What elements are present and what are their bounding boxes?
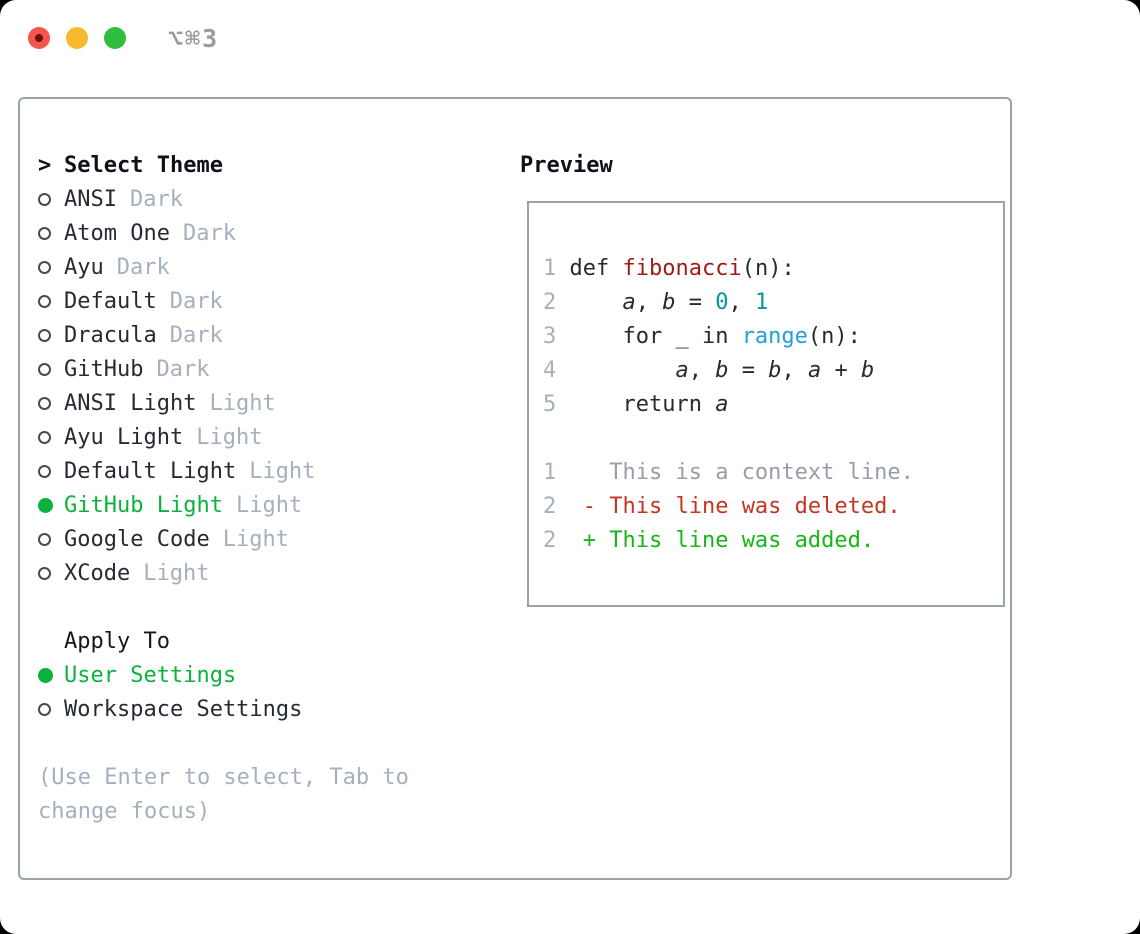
preview-code-box: 1 def fibonacci(n): 2 a, b = 0, 1 3 for … (527, 201, 1005, 607)
theme-option-dracula-dark[interactable]: Dracula Dark (38, 318, 409, 352)
theme-variant: Light (235, 492, 303, 518)
theme-name: Default Light (64, 458, 237, 484)
theme-variant: Dark (182, 220, 236, 246)
code-line: 4 a, b = b, a + b (543, 358, 875, 383)
theme-option-atom-one-dark[interactable]: Atom One Dark (38, 216, 409, 250)
titlebar: ⌥⌘3 (28, 23, 220, 53)
preview-section: Preview 1 def fibonacci(n): 2 a, b = 0, … (502, 148, 1005, 607)
apply-option-label: Workspace Settings (64, 696, 303, 722)
apply-option-user-settings[interactable]: User Settings (38, 658, 409, 692)
radio-unselected-icon (38, 362, 51, 376)
theme-variant: Dark (129, 186, 183, 212)
theme-option-ansi-light[interactable]: ANSI Light Light (38, 386, 409, 420)
preview-header: Preview (520, 152, 613, 178)
select-theme-header-row: > Select Theme (38, 148, 409, 182)
radio-selected-icon (38, 667, 53, 683)
theme-name: Dracula (64, 322, 157, 348)
theme-option-ayu-dark[interactable]: Ayu Dark (38, 250, 409, 284)
code-line: 1 def fibonacci(n): (543, 256, 795, 281)
maximize-button[interactable] (104, 27, 126, 49)
diff-added-line: 2 + This line was added. (543, 528, 875, 553)
radio-unselected-icon (38, 226, 51, 240)
apply-option-label: User Settings (64, 662, 237, 688)
theme-variant: Light (143, 560, 210, 586)
theme-name: ANSI Light (64, 390, 197, 416)
help-text-line: change focus) (38, 798, 211, 824)
theme-variant: Light (196, 424, 263, 450)
theme-name: Ayu (64, 254, 104, 280)
code-line: 3 for _ in range(n): (543, 324, 861, 349)
diff-deleted-line: 2 - This line was deleted. (543, 494, 901, 519)
spacer (38, 726, 409, 760)
prompt-cursor-icon: > (38, 152, 52, 178)
theme-name: ANSI (64, 186, 117, 212)
theme-variant: Light (209, 390, 276, 416)
radio-unselected-icon (38, 192, 51, 206)
minimize-button[interactable] (66, 27, 88, 49)
radio-unselected-icon (38, 294, 51, 308)
help-text-line: (Use Enter to select, Tab to (38, 764, 409, 790)
diff-context-line: 1 This is a context line. (543, 460, 914, 485)
radio-unselected-icon (38, 260, 51, 274)
theme-name: Atom One (64, 220, 170, 246)
theme-list: > Select Theme ANSI Dark Atom One Dark A… (38, 148, 409, 828)
window-title: ⌥⌘3 (168, 23, 220, 53)
apply-option-workspace-settings[interactable]: Workspace Settings (38, 692, 409, 726)
theme-option-xcode-light[interactable]: XCode Light (38, 556, 409, 590)
theme-variant: Dark (116, 254, 170, 280)
apply-to-header-row: Apply To (38, 624, 409, 658)
radio-unselected-icon (38, 566, 51, 580)
theme-name: GitHub (64, 356, 144, 382)
theme-option-github-light[interactable]: GitHub Light Light (38, 488, 409, 522)
theme-name: Default (64, 288, 157, 314)
theme-picker-panel: > Select Theme ANSI Dark Atom One Dark A… (18, 97, 1012, 880)
theme-option-default-dark[interactable]: Default Dark (38, 284, 409, 318)
radio-selected-icon (38, 497, 53, 513)
theme-variant: Dark (156, 356, 210, 382)
radio-unselected-icon (38, 396, 51, 410)
theme-option-ayu-light[interactable]: Ayu Light Light (38, 420, 409, 454)
theme-name: XCode (64, 560, 131, 586)
spacer (38, 590, 409, 624)
blank-line (543, 422, 993, 456)
theme-option-github-dark[interactable]: GitHub Dark (38, 352, 409, 386)
select-theme-header: Select Theme (64, 152, 223, 178)
theme-variant: Light (249, 458, 316, 484)
theme-name: GitHub Light (64, 492, 223, 518)
radio-unselected-icon (38, 464, 51, 478)
radio-unselected-icon (38, 430, 51, 444)
code-line: 5 return a (543, 392, 729, 417)
theme-name: Ayu Light (64, 424, 184, 450)
radio-unselected-icon (38, 532, 51, 546)
apply-to-header: Apply To (64, 628, 170, 654)
close-dot-icon (35, 34, 43, 42)
radio-unselected-icon (38, 702, 51, 716)
theme-name: Google Code (64, 526, 210, 552)
theme-variant: Dark (169, 322, 223, 348)
theme-variant: Dark (169, 288, 223, 314)
theme-option-default-light[interactable]: Default Light Light (38, 454, 409, 488)
theme-option-ansi-dark[interactable]: ANSI Dark (38, 182, 409, 216)
theme-variant: Light (222, 526, 289, 552)
radio-unselected-icon (38, 328, 51, 342)
close-button[interactable] (28, 27, 50, 49)
code-line: 2 a, b = 0, 1 (543, 290, 769, 315)
theme-option-google-code-light[interactable]: Google Code Light (38, 522, 409, 556)
